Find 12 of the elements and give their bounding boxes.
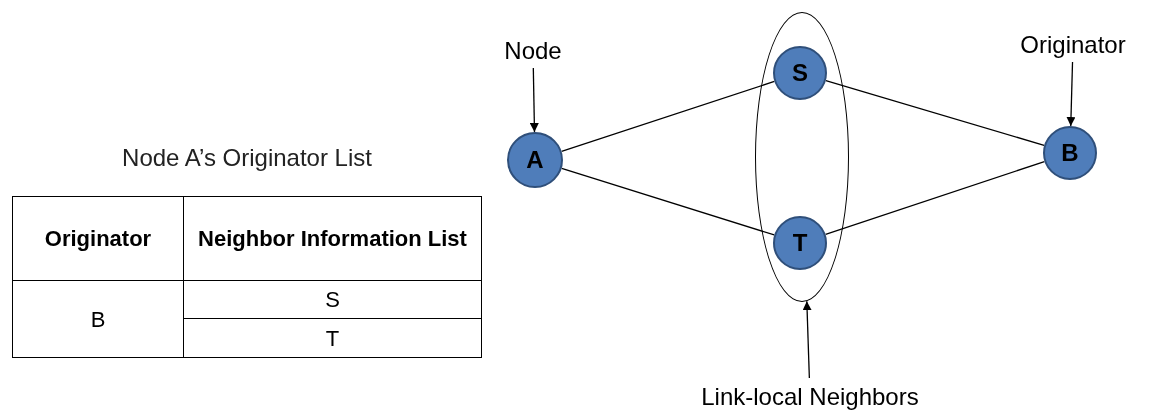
table-title: Node A’s Originator List <box>121 143 373 173</box>
header-cell: Neighbor Information List <box>184 197 481 281</box>
arrow <box>1066 61 1076 127</box>
header-cell: Originator <box>13 197 184 281</box>
table-cell-text: T <box>324 324 341 353</box>
node-label: Originator <box>1003 30 1143 60</box>
table-cell: B <box>13 281 184 357</box>
arrow <box>529 67 539 133</box>
node-label: Link-local Neighbors <box>670 380 950 414</box>
table-cell: S <box>184 281 481 319</box>
arrow <box>802 300 812 379</box>
node-label: Node <box>497 36 569 66</box>
